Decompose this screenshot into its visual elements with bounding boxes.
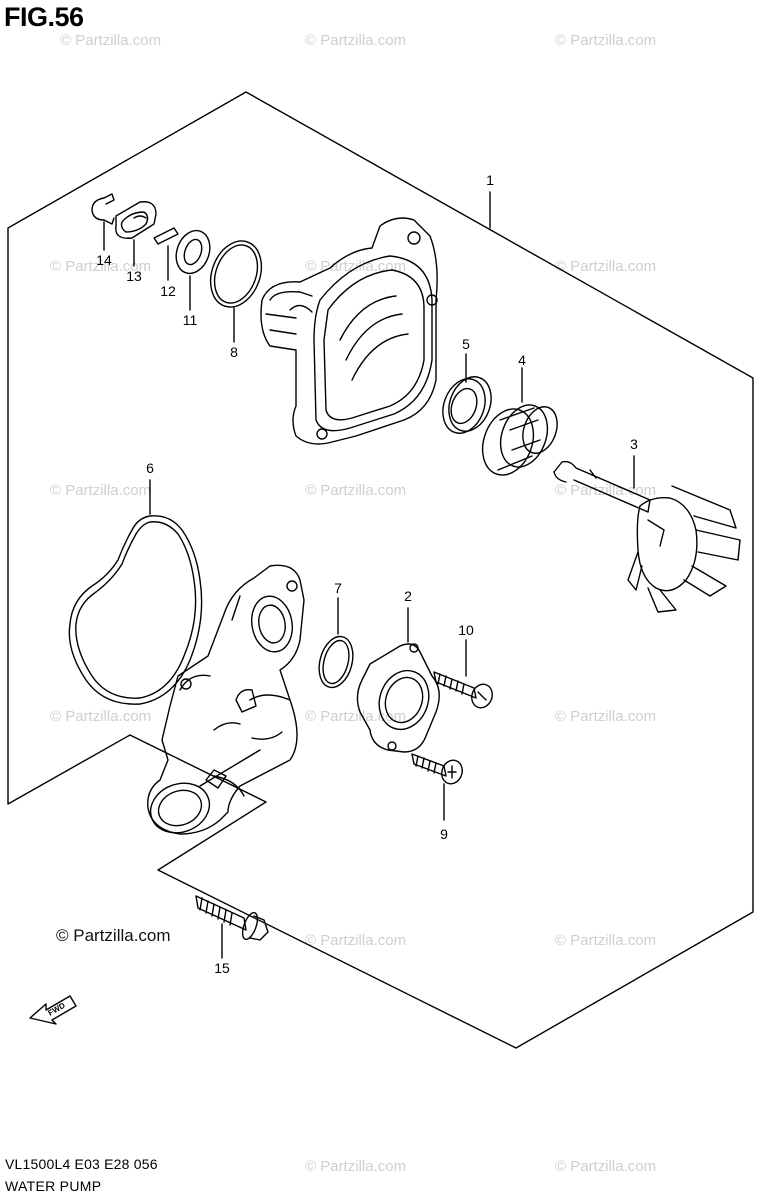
watermark: © Partzilla.com — [305, 1158, 407, 1175]
callout-2: 2 — [404, 588, 412, 604]
callout-1: 1 — [486, 172, 494, 188]
o-ring-part-8 — [209, 240, 263, 308]
o-ring-part-7 — [318, 635, 354, 689]
watermark: © Partzilla.com — [555, 1158, 657, 1175]
watermark: © Partzilla.com — [50, 708, 152, 725]
watermark: © Partzilla.com — [50, 482, 152, 499]
watermark: © Partzilla.com — [555, 932, 657, 949]
pin-part — [153, 227, 179, 245]
callout-15: 15 — [214, 960, 230, 976]
flange-bolt-part — [195, 895, 269, 941]
oil-seal-part — [442, 376, 492, 434]
callout-11: 11 — [182, 312, 198, 328]
callout-8: 8 — [230, 344, 238, 360]
watermark: © Partzilla.com — [555, 482, 657, 499]
forward-arrow-icon: FWD — [29, 995, 77, 1025]
callout-6: 6 — [146, 460, 154, 476]
callout-5: 5 — [462, 336, 470, 352]
copyright-notice: © Partzilla.com — [56, 926, 171, 945]
watermark: © Partzilla.com — [305, 482, 407, 499]
watermark: © Partzilla.com — [50, 258, 152, 275]
figure-title: FIG.56 — [4, 2, 84, 32]
impeller-part — [553, 460, 741, 613]
callout-10: 10 — [458, 622, 474, 638]
watermark: © Partzilla.com — [60, 32, 162, 49]
gasket-part — [68, 515, 203, 705]
gear-part — [115, 201, 157, 239]
callout-14: 14 — [96, 252, 112, 268]
watermark: © Partzilla.com — [305, 32, 407, 49]
callout-12: 12 — [160, 283, 176, 299]
watermark: © Partzilla.com — [305, 932, 407, 949]
thermostat-cover-part — [356, 643, 440, 753]
callout-7: 7 — [334, 580, 342, 596]
callout-9: 9 — [440, 826, 448, 842]
fwd-label: FWD — [47, 1001, 67, 1018]
assembly-boundary — [7, 91, 754, 1049]
e-clip-part — [91, 193, 115, 225]
watermark: © Partzilla.com — [555, 708, 657, 725]
mechanical-seal-part — [481, 404, 558, 476]
watermark: © Partzilla.com — [305, 258, 407, 275]
callout-3: 3 — [630, 436, 638, 452]
diagram-caption: WATER PUMP — [5, 1178, 102, 1194]
bolt-part-10 — [433, 671, 493, 709]
callout-13: 13 — [126, 268, 142, 284]
watermark: © Partzilla.com — [555, 258, 657, 275]
pump-cover-part — [260, 217, 438, 445]
callout-4: 4 — [518, 352, 526, 368]
pump-body-part — [147, 564, 305, 835]
bolt-part-9 — [411, 753, 463, 785]
model-code: VL1500L4 E03 E28 056 — [5, 1156, 158, 1172]
washer-part — [175, 229, 211, 275]
watermark: © Partzilla.com — [555, 32, 657, 49]
